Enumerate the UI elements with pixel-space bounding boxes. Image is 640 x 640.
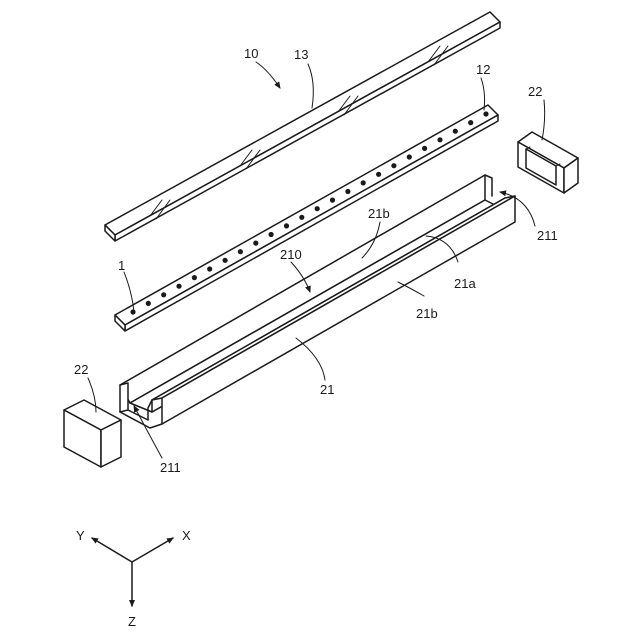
axis-y-label: Y [76, 528, 85, 543]
led-dot [361, 180, 366, 185]
led-dot [299, 215, 304, 220]
led-dot [269, 232, 274, 237]
led-dot [407, 154, 412, 159]
label-groove: 210 [280, 247, 302, 262]
led-dot [422, 146, 427, 151]
led-dot [192, 275, 197, 280]
led-dot [453, 129, 458, 134]
end-cap-right [518, 132, 578, 193]
led-dot [146, 301, 151, 306]
led-dot [253, 241, 258, 246]
led-dot [238, 249, 243, 254]
label-opening-left: 211 [160, 460, 181, 475]
led-dot [468, 120, 473, 125]
label-assembly: 10 [244, 46, 258, 61]
led-dot [345, 189, 350, 194]
led-dot [207, 266, 212, 271]
led-dot [284, 223, 289, 228]
coordinate-axes: Y X Z [76, 528, 191, 629]
led-dot [130, 309, 135, 314]
label-opening-right: 211 [537, 228, 558, 243]
label-housing: 21 [320, 382, 334, 397]
label-side-wall-lower: 21b [416, 306, 438, 321]
label-bottom-wall: 21a [454, 276, 476, 291]
led-dot [437, 137, 442, 142]
led-dot [223, 258, 228, 263]
axis-z-label: Z [128, 614, 136, 629]
led-dot [176, 284, 181, 289]
led-dot [483, 111, 488, 116]
label-end-cap-right: 22 [528, 84, 542, 99]
label-cover-plate: 13 [294, 47, 308, 62]
label-led-strip: 12 [476, 62, 490, 77]
label-led: 1 [118, 258, 125, 273]
led-dot [391, 163, 396, 168]
led-dot [376, 172, 381, 177]
label-end-cap-left: 22 [74, 362, 88, 377]
led-dot [161, 292, 166, 297]
label-side-wall-upper: 21b [368, 206, 390, 221]
axis-x-label: X [182, 528, 191, 543]
led-dot [315, 206, 320, 211]
end-cap-left [64, 400, 121, 467]
led-dot [330, 198, 335, 203]
